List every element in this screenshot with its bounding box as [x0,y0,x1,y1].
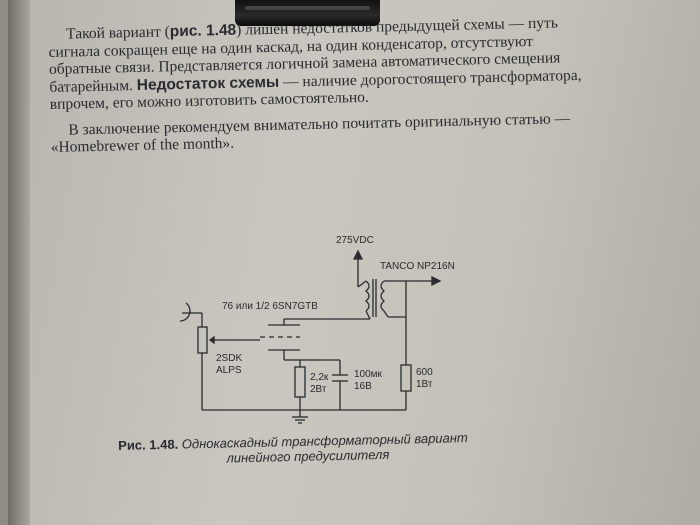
figure-reference: рис. 1.48 [169,21,237,41]
r1-label-1: 2,2к [310,372,329,383]
r2-label-1: 600 [416,367,433,378]
binder-clip [235,0,380,26]
c1-label-1: 100мк [354,369,383,380]
supply-voltage-label: 275VDC [336,235,374,246]
pot-label-1: 2SDK [216,353,242,364]
tube-label: 76 или 1/2 6SN7GTB [222,301,318,312]
paragraph-1: Такой вариант (рис. 1.48) лишен недостат… [48,14,595,114]
r1-label-2: 2Вт [310,384,327,395]
body-text: Такой вариант (рис. 1.48) лишен недостат… [48,14,596,165]
pot-label-2: ALPS [216,365,242,376]
secondary-winding [380,280,386,312]
input-jack-symbol [179,302,191,322]
potentiometer-symbol [197,326,208,354]
cathode-resistor-symbol [294,366,306,398]
circuit-diagram: 275VDC TANCO NP216N 76 или 1/2 6SN7GTB 2… [179,235,455,424]
transformer-label: TANCO NP216N [380,261,455,272]
book-spine [8,0,30,525]
primary-winding [364,280,370,312]
resistor-600-symbol [400,364,412,392]
p1-text-a: Такой вариант ( [65,23,171,43]
r2-label-2: 1Вт [416,379,433,390]
paragraph-2: В заключение рекомендуем внимательно поч… [50,109,571,156]
c1-label-2: 16В [354,381,372,392]
caption-label: Рис. 1.48. [118,436,179,453]
book-page [8,0,700,525]
